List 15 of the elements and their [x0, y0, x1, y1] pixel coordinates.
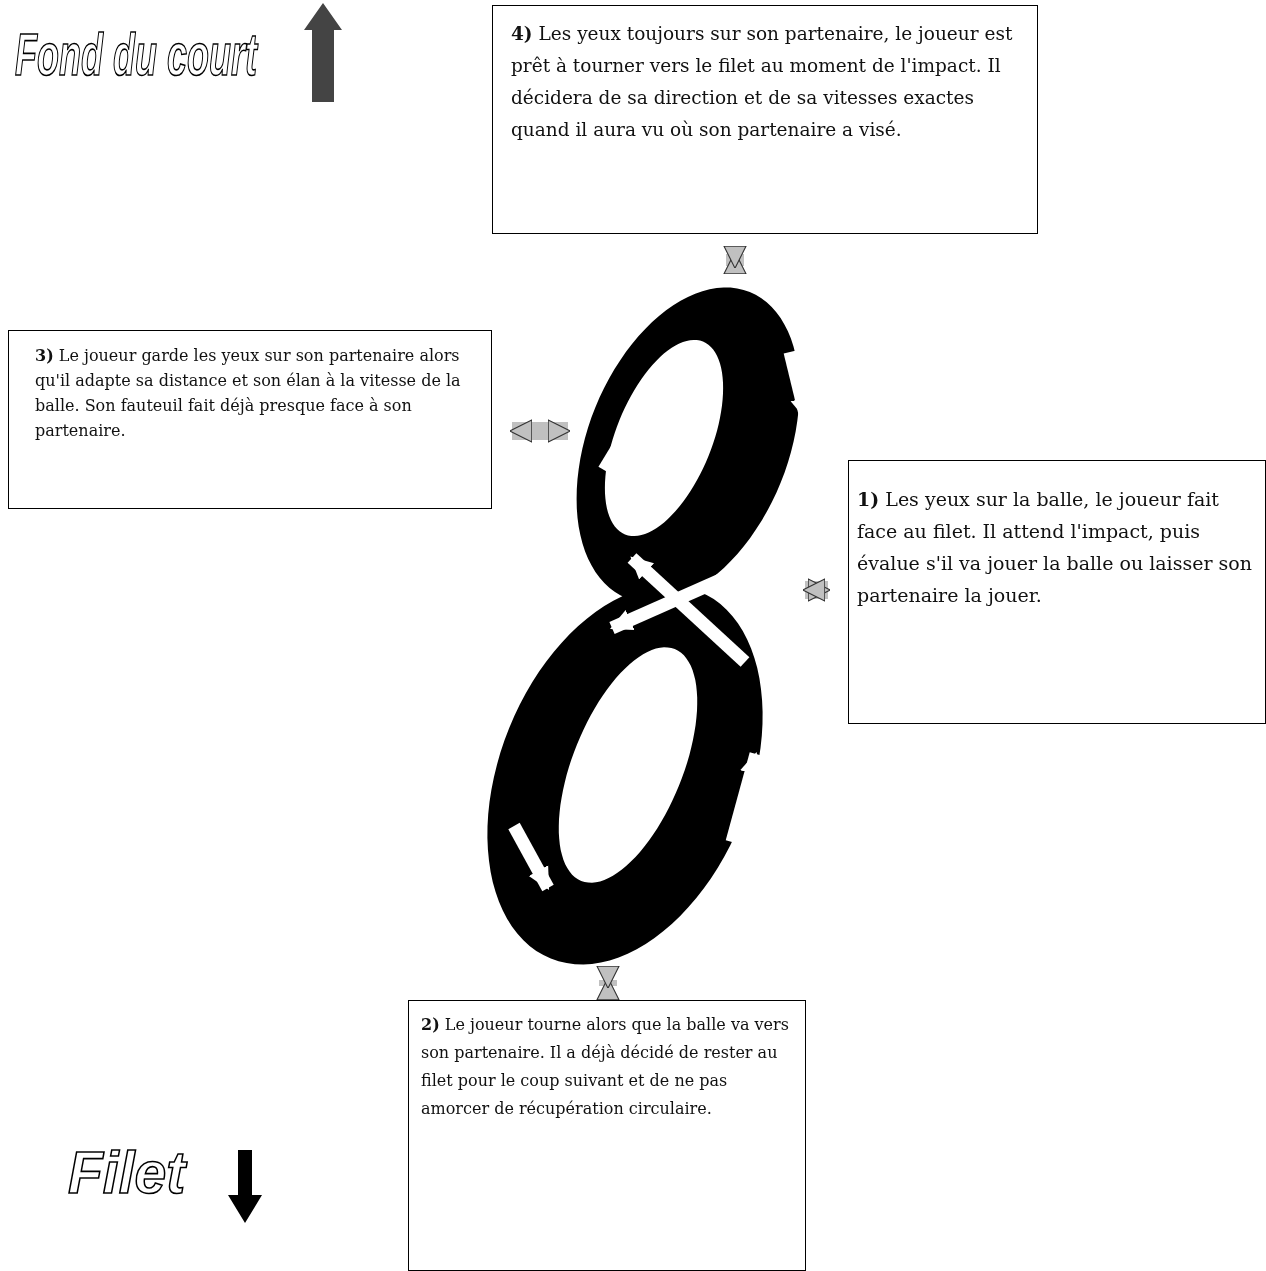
- text-box: [492, 5, 1038, 234]
- double-arrow: [596, 965, 620, 1001]
- text-box: [408, 1000, 806, 1271]
- text-box: [848, 460, 1266, 724]
- double-arrow: [723, 245, 747, 275]
- step-description: 4) Les yeux toujours sur son partenaire, le joueur est prêt à tourner vers le filet au moment de l'impact. Il décidera de sa direction et de sa vitesses exactes quand il aura vu où son partenaire a visé.: [511, 22, 1014, 142]
- step-description: 2) Le joueur tourne alors que la balle va vers son partenaire. Il a déjà décidé de rester au filet pour le coup suivant et de ne pas amorcer de récupération circulaire.: [421, 1014, 790, 1120]
- step-description: 1) Les yeux sur la balle, le joueur fait face au filet. Il attend l'impact, puis évalue s'il va jouer la balle ou laisser son partenaire la jouer.: [857, 487, 1253, 608]
- direction-label: Filet: [68, 1138, 186, 1207]
- double-arrow: [509, 419, 571, 443]
- text-box: [8, 330, 492, 509]
- direction-label: Fond du court: [15, 20, 257, 89]
- figure-eight-drawing: [487, 287, 800, 965]
- step-description: 3) Le joueur garde les yeux sur son partenaire alors qu'il adapte sa distance et son élan à la vitesse de la balle. Son fauteuil fait déjà presque face à son partenaire.: [35, 345, 462, 442]
- double-arrow: [802, 578, 831, 602]
